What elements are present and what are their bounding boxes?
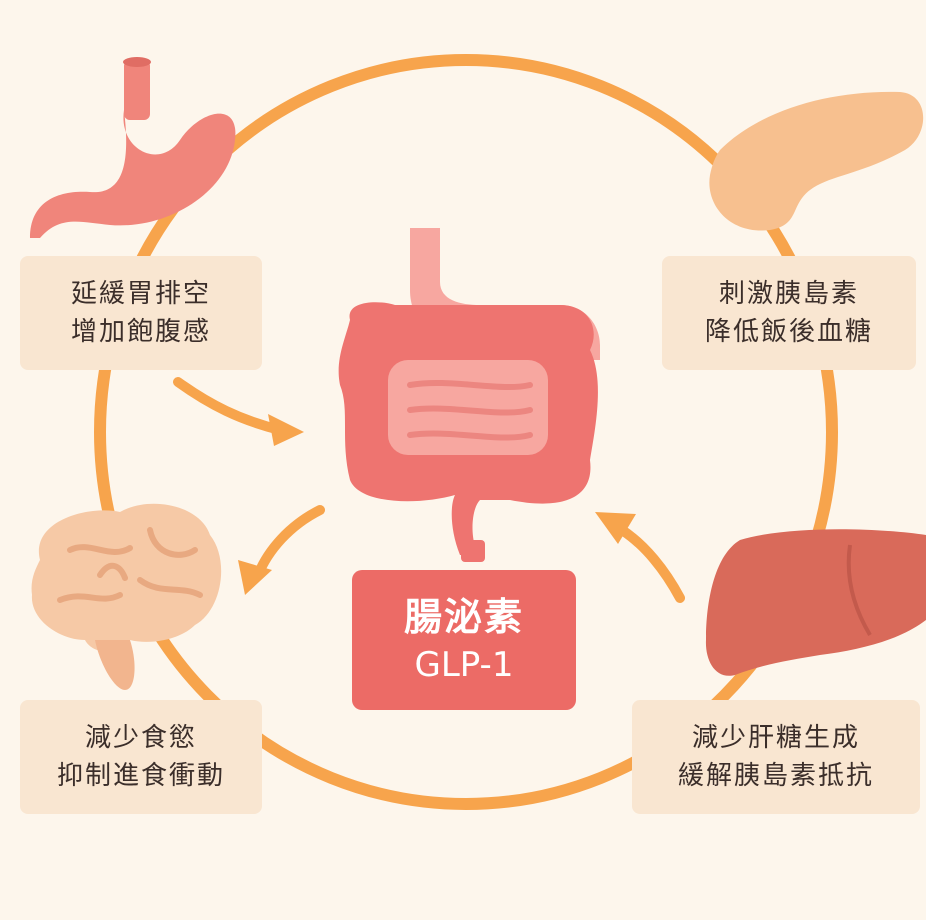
arrow-stomach-to-intestine [173,377,304,446]
effect-pancreas-line1: 刺激胰島素 [718,279,859,309]
arrow-intestine-to-brain [238,505,325,595]
stomach-icon [30,57,236,238]
cycle-ring [94,54,838,810]
effect-box-brain: 減少食慾 抑制進食衝動 [20,700,262,814]
effect-brain-line1: 減少食慾 [84,723,197,753]
arrow-liver-to-intestine [595,512,685,603]
intestine-icon [338,228,600,562]
effect-stomach-line2: 增加飽腹感 [70,317,211,347]
effect-liver-line2: 緩解胰島素抵抗 [677,761,874,791]
effect-pancreas-line2: 降低飯後血糖 [704,317,873,347]
effect-brain-line2: 抑制進食衝動 [56,761,225,791]
effect-box-liver: 減少肝糖生成 緩解胰島素抵抗 [632,700,920,814]
effect-liver-line1: 減少肝糖生成 [691,723,860,753]
center-title: 腸泌素 [403,595,524,639]
brain-icon [31,503,222,690]
center-subtitle: GLP-1 [414,645,514,685]
effect-stomach-line1: 延緩胃排空 [70,279,211,309]
center-hormone-box: 腸泌素 GLP-1 [352,570,576,710]
effect-box-pancreas: 刺激胰島素 降低飯後血糖 [662,256,916,370]
effect-box-stomach: 延緩胃排空 增加飽腹感 [20,256,262,370]
liver-icon [705,529,926,676]
pancreas-icon [709,91,924,231]
